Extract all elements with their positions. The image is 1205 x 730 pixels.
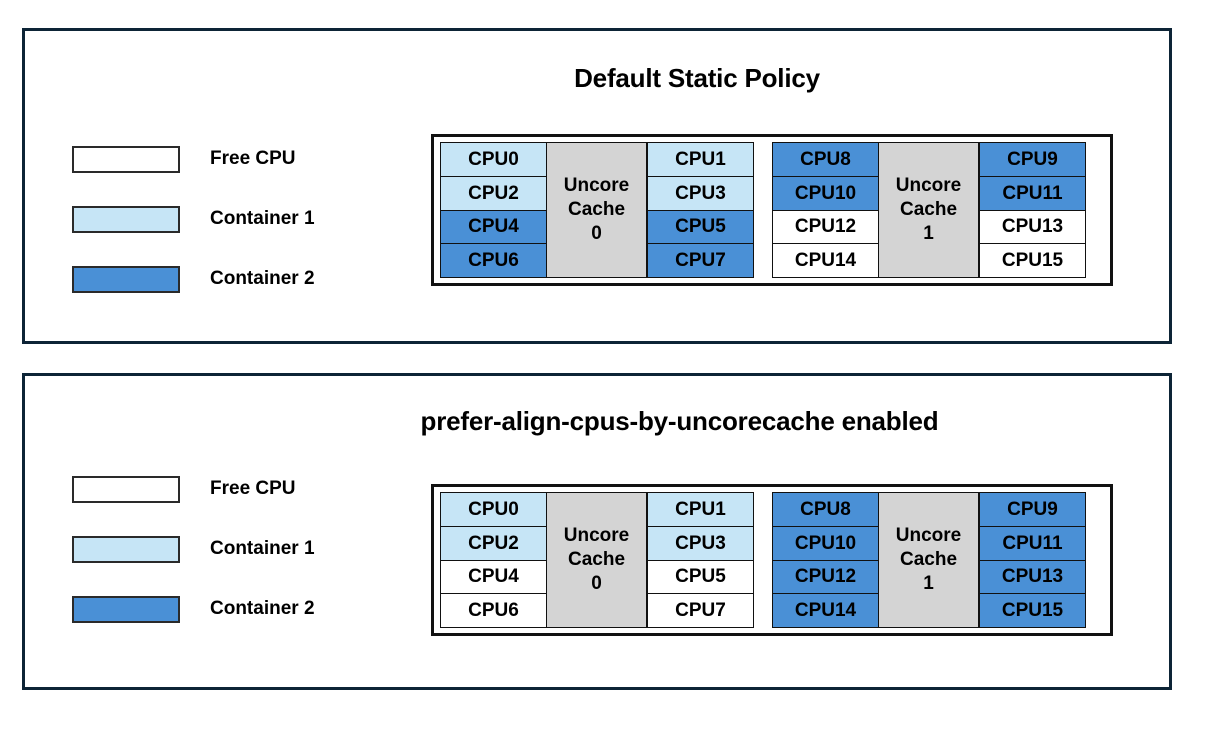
cpu-cell: CPU1	[647, 492, 754, 527]
socket-uncore-cache-0: CPU0 CPU2 CPU4 CPU6 Uncore Cache 0 CPU1 …	[440, 142, 754, 278]
cpu-cell: CPU7	[647, 243, 754, 278]
cpu-cell: CPU1	[647, 142, 754, 177]
socket-uncore-cache-1: CPU8 CPU10 CPU12 CPU14 Uncore Cache 1 CP…	[772, 492, 1086, 628]
cpu-column-right: CPU9 CPU11 CPU13 CPU15	[979, 492, 1086, 628]
legend-swatch-container-1	[72, 535, 180, 563]
legend-item: Container 2	[72, 579, 315, 639]
legend-label: Container 2	[210, 598, 315, 619]
legend-item: Container 2	[72, 249, 315, 309]
cpu-cell: CPU7	[647, 593, 754, 628]
cpu-cell: CPU3	[647, 175, 754, 211]
cpu-column-left: CPU8 CPU10 CPU12 CPU14	[772, 142, 879, 278]
uncore-cache-index: 1	[923, 223, 934, 245]
cpu-cell: CPU10	[772, 175, 879, 211]
cpu-topology-diagram: CPU0 CPU2 CPU4 CPU6 Uncore Cache 0 CPU1 …	[431, 134, 1113, 286]
legend-swatch-container-2	[72, 595, 180, 623]
legend-item: Free CPU	[72, 129, 315, 189]
legend-label: Container 2	[210, 268, 315, 289]
cpu-cell: CPU9	[979, 492, 1086, 527]
page-title: prefer-align-cpus-by-uncorecache enabled	[420, 406, 939, 436]
cpu-cell: CPU15	[979, 593, 1086, 628]
cpu-cell: CPU2	[440, 175, 547, 211]
page-title: Default Static Policy	[574, 63, 820, 93]
cpu-cell: CPU6	[440, 593, 547, 628]
cpu-column-right: CPU1 CPU3 CPU5 CPU7	[647, 142, 754, 278]
cpu-cell: CPU0	[440, 142, 547, 177]
uncore-cache-line-1: Uncore	[563, 174, 630, 196]
cpu-cell: CPU11	[979, 175, 1086, 211]
cpu-cell: CPU13	[979, 559, 1086, 595]
cpu-cell: CPU10	[772, 525, 879, 561]
legend-item: Free CPU	[72, 459, 315, 519]
cpu-column-right: CPU9 CPU11 CPU13 CPU15	[979, 142, 1086, 278]
socket-uncore-cache-0: CPU0 CPU2 CPU4 CPU6 Uncore Cache 0 CPU1 …	[440, 492, 754, 628]
cpu-cell: CPU4	[440, 559, 547, 595]
uncore-cache-line-1: Uncore	[895, 524, 962, 546]
cpu-cell: CPU3	[647, 525, 754, 561]
cpu-column-right: CPU1 CPU3 CPU5 CPU7	[647, 492, 754, 628]
cpu-cell: CPU12	[772, 209, 879, 245]
cpu-cell: CPU2	[440, 525, 547, 561]
uncore-cache-block: Uncore Cache 0	[546, 142, 647, 278]
cpu-cell: CPU9	[979, 142, 1086, 177]
uncore-cache-line-1: Uncore	[895, 174, 962, 196]
cpu-cell: CPU11	[979, 525, 1086, 561]
cpu-cell: CPU8	[772, 492, 879, 527]
legend-swatch-container-1	[72, 205, 180, 233]
cpu-cell: CPU12	[772, 559, 879, 595]
uncore-cache-index: 0	[591, 223, 602, 245]
uncore-cache-block: Uncore Cache 1	[878, 492, 979, 628]
legend-label: Container 1	[210, 208, 315, 229]
legend-label: Free CPU	[210, 148, 296, 169]
cpu-column-left: CPU8 CPU10 CPU12 CPU14	[772, 492, 879, 628]
uncore-cache-block: Uncore Cache 0	[546, 492, 647, 628]
diagram-panel-default-static-policy: Default Static Policy Free CPU Container…	[22, 28, 1172, 344]
legend-label: Free CPU	[210, 478, 296, 499]
socket-uncore-cache-1: CPU8 CPU10 CPU12 CPU14 Uncore Cache 1 CP…	[772, 142, 1086, 278]
legend-swatch-container-2	[72, 265, 180, 293]
legend-swatch-free-cpu	[72, 475, 180, 503]
uncore-cache-index: 1	[923, 573, 934, 595]
legend-item: Container 1	[72, 519, 315, 579]
cpu-cell: CPU5	[647, 559, 754, 595]
legend-label: Container 1	[210, 538, 315, 559]
cpu-cell: CPU4	[440, 209, 547, 245]
cpu-column-left: CPU0 CPU2 CPU4 CPU6	[440, 492, 547, 628]
socket-divider	[754, 492, 772, 628]
uncore-cache-line-2: Cache	[899, 548, 958, 570]
legend-item: Container 1	[72, 189, 315, 249]
legend: Free CPU Container 1 Container 2	[72, 129, 315, 309]
uncore-cache-line-2: Cache	[567, 548, 626, 570]
uncore-cache-line-1: Uncore	[563, 524, 630, 546]
cpu-cell: CPU0	[440, 492, 547, 527]
cpu-cell: CPU5	[647, 209, 754, 245]
cpu-cell: CPU8	[772, 142, 879, 177]
uncore-cache-block: Uncore Cache 1	[878, 142, 979, 278]
diagram-panel-prefer-align-cpus-by-uncorecache: prefer-align-cpus-by-uncorecache enabled…	[22, 373, 1172, 690]
cpu-cell: CPU13	[979, 209, 1086, 245]
cpu-cell: CPU6	[440, 243, 547, 278]
cpu-cell: CPU14	[772, 243, 879, 278]
uncore-cache-index: 0	[591, 573, 602, 595]
uncore-cache-line-2: Cache	[899, 198, 958, 220]
cpu-cell: CPU15	[979, 243, 1086, 278]
legend-swatch-free-cpu	[72, 145, 180, 173]
cpu-column-left: CPU0 CPU2 CPU4 CPU6	[440, 142, 547, 278]
legend: Free CPU Container 1 Container 2	[72, 459, 315, 639]
uncore-cache-line-2: Cache	[567, 198, 626, 220]
socket-divider	[754, 142, 772, 278]
cpu-topology-diagram: CPU0 CPU2 CPU4 CPU6 Uncore Cache 0 CPU1 …	[431, 484, 1113, 636]
cpu-cell: CPU14	[772, 593, 879, 628]
